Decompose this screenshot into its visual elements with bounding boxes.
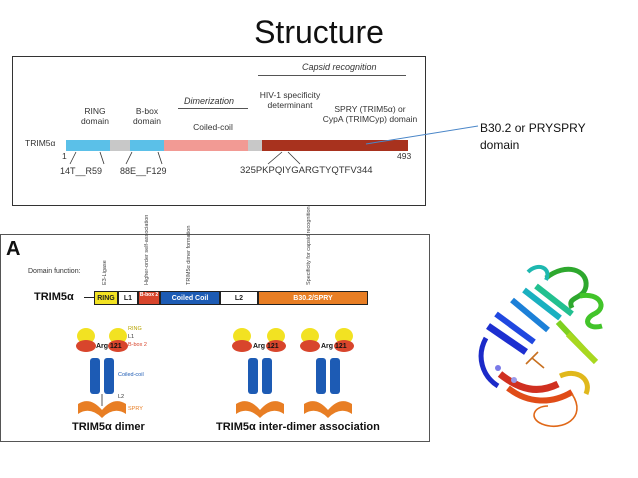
dom-spry: B30.2/SPRY: [258, 291, 368, 305]
ring-motif: 14T__R59: [60, 166, 103, 176]
struct-spry-label: SPRY: [128, 406, 143, 412]
struct-cc-label: Coiled-coil: [118, 372, 144, 378]
dom-ring: RING: [94, 291, 118, 305]
trim5-model-panel: [0, 234, 430, 442]
spry-domain-bar: [262, 140, 408, 151]
caption-inter-dimer: TRIM5α inter-dimer association: [216, 421, 380, 433]
domain-map-panel: [12, 56, 426, 206]
dom-coiled-coil: Coiled Coil: [160, 291, 220, 305]
trim5-label: TRIM5α: [25, 138, 56, 148]
dom-l1: L1: [118, 291, 138, 305]
struct-l2-label: L2: [118, 394, 125, 400]
arg121-dimer: Arg 121: [96, 343, 122, 350]
struct-ring-label: RING: [128, 326, 142, 332]
domain-function-label: Domain function:: [28, 268, 81, 275]
dom-l2: L2: [220, 291, 258, 305]
struct-bbox-label: B-box 2: [128, 342, 147, 348]
arg121-inter-2: Arg 121: [321, 343, 347, 350]
inter-dimer-model-2: [300, 328, 354, 418]
end-residue: 493: [397, 151, 412, 161]
dimer-model: [76, 328, 128, 418]
linker-1-bar: [110, 140, 130, 151]
hiv-sequence: 325PKPQIYGARGTYQTFV344: [240, 165, 373, 176]
linker-2-bar: [248, 140, 262, 151]
n-terminus-line: [84, 297, 94, 298]
capsid-recognition-bracket: [258, 75, 406, 76]
struct-l1-label: L1: [128, 334, 135, 340]
capsid-recognition-label: Capsid recognition: [302, 62, 377, 72]
panel-letter: A: [6, 238, 21, 260]
dom-bbox: B-box 2: [138, 291, 160, 305]
slide-title: Structure: [254, 14, 384, 50]
coiled-coil-bar: [164, 140, 248, 151]
caption-dimer: TRIM5α dimer: [72, 421, 145, 433]
bbox-motif: 88E__F129: [120, 166, 167, 176]
coiled-coil-label: Coiled-coil: [193, 122, 233, 132]
spry-ribbon-structure-image: [478, 264, 604, 428]
start-residue: 1: [62, 151, 67, 161]
dimerization-bracket: [178, 108, 248, 109]
ring-domain-bar: [66, 140, 110, 151]
trim5-bottom-label: TRIM5α: [34, 291, 74, 303]
bbox-domain-bar: [130, 140, 164, 151]
inter-dimer-model-1: [232, 328, 286, 418]
dimerization-label: Dimerization: [184, 96, 235, 106]
arg121-inter-1: Arg 121: [253, 343, 279, 350]
